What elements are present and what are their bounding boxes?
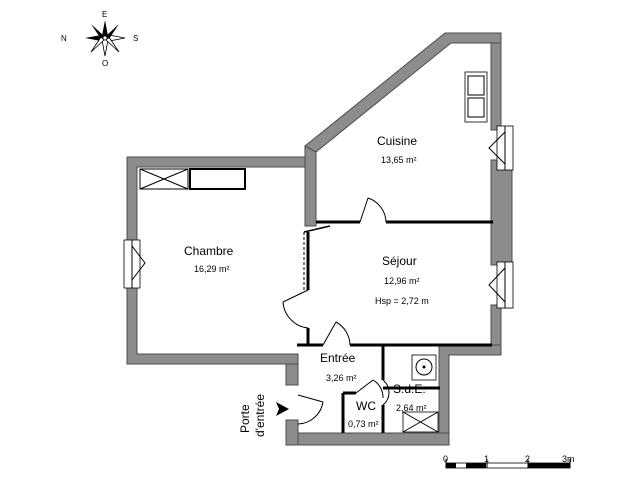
interior-walls (297, 220, 493, 433)
room-name-sejour: Séjour (382, 254, 417, 268)
door-sejour (322, 321, 351, 346)
door-sde (382, 379, 390, 406)
compass-rose-icon (85, 20, 126, 57)
scale-bar (445, 459, 571, 469)
door-entree (297, 394, 324, 425)
entrance-label-line1: Porte (238, 404, 252, 433)
ceiling-height: Hsp = 2,72 m (375, 296, 429, 306)
room-area-cuisine: 13,65 m² (381, 155, 417, 165)
room-name-wc: WC (356, 399, 376, 413)
room-name-cuisine: Cuisine (377, 134, 417, 148)
kitchen-sink-icon (464, 71, 488, 123)
closet (139, 168, 246, 190)
room-area-entree: 3,26 m² (326, 373, 357, 383)
sink-icon (411, 354, 437, 381)
door-chambre (282, 289, 309, 329)
entrance-label-line2: d'entrée (253, 394, 267, 437)
entrance-arrow-icon (276, 402, 289, 416)
room-name-chambre: Chambre (184, 244, 234, 258)
door-wc (355, 379, 384, 399)
scale-tick-1: 1 (484, 454, 489, 464)
scale-tick-2: 2 (525, 454, 530, 464)
scale-tick-3: 3m (562, 454, 575, 464)
room-name-sde: S.d.E. (393, 382, 426, 396)
window-cuisine (488, 125, 514, 171)
door-kitchen (359, 197, 387, 223)
room-area-sde: 2,64 m² (396, 403, 427, 413)
compass-west: O (102, 59, 108, 68)
shower-icon (402, 411, 439, 433)
room-area-wc: 0,73 m² (348, 419, 379, 429)
compass-north: N (61, 34, 67, 43)
room-name-entree: Entrée (320, 351, 356, 365)
room-area-chambre: 16,29 m² (194, 264, 230, 274)
scale-tick-0: 0 (443, 454, 448, 464)
room-area-sejour: 12,96 m² (384, 276, 420, 286)
window-sejour (488, 261, 514, 309)
window-chambre (123, 239, 146, 289)
exterior-walls (126, 32, 513, 446)
compass-south: S (133, 34, 138, 43)
compass-east: E (102, 10, 107, 19)
